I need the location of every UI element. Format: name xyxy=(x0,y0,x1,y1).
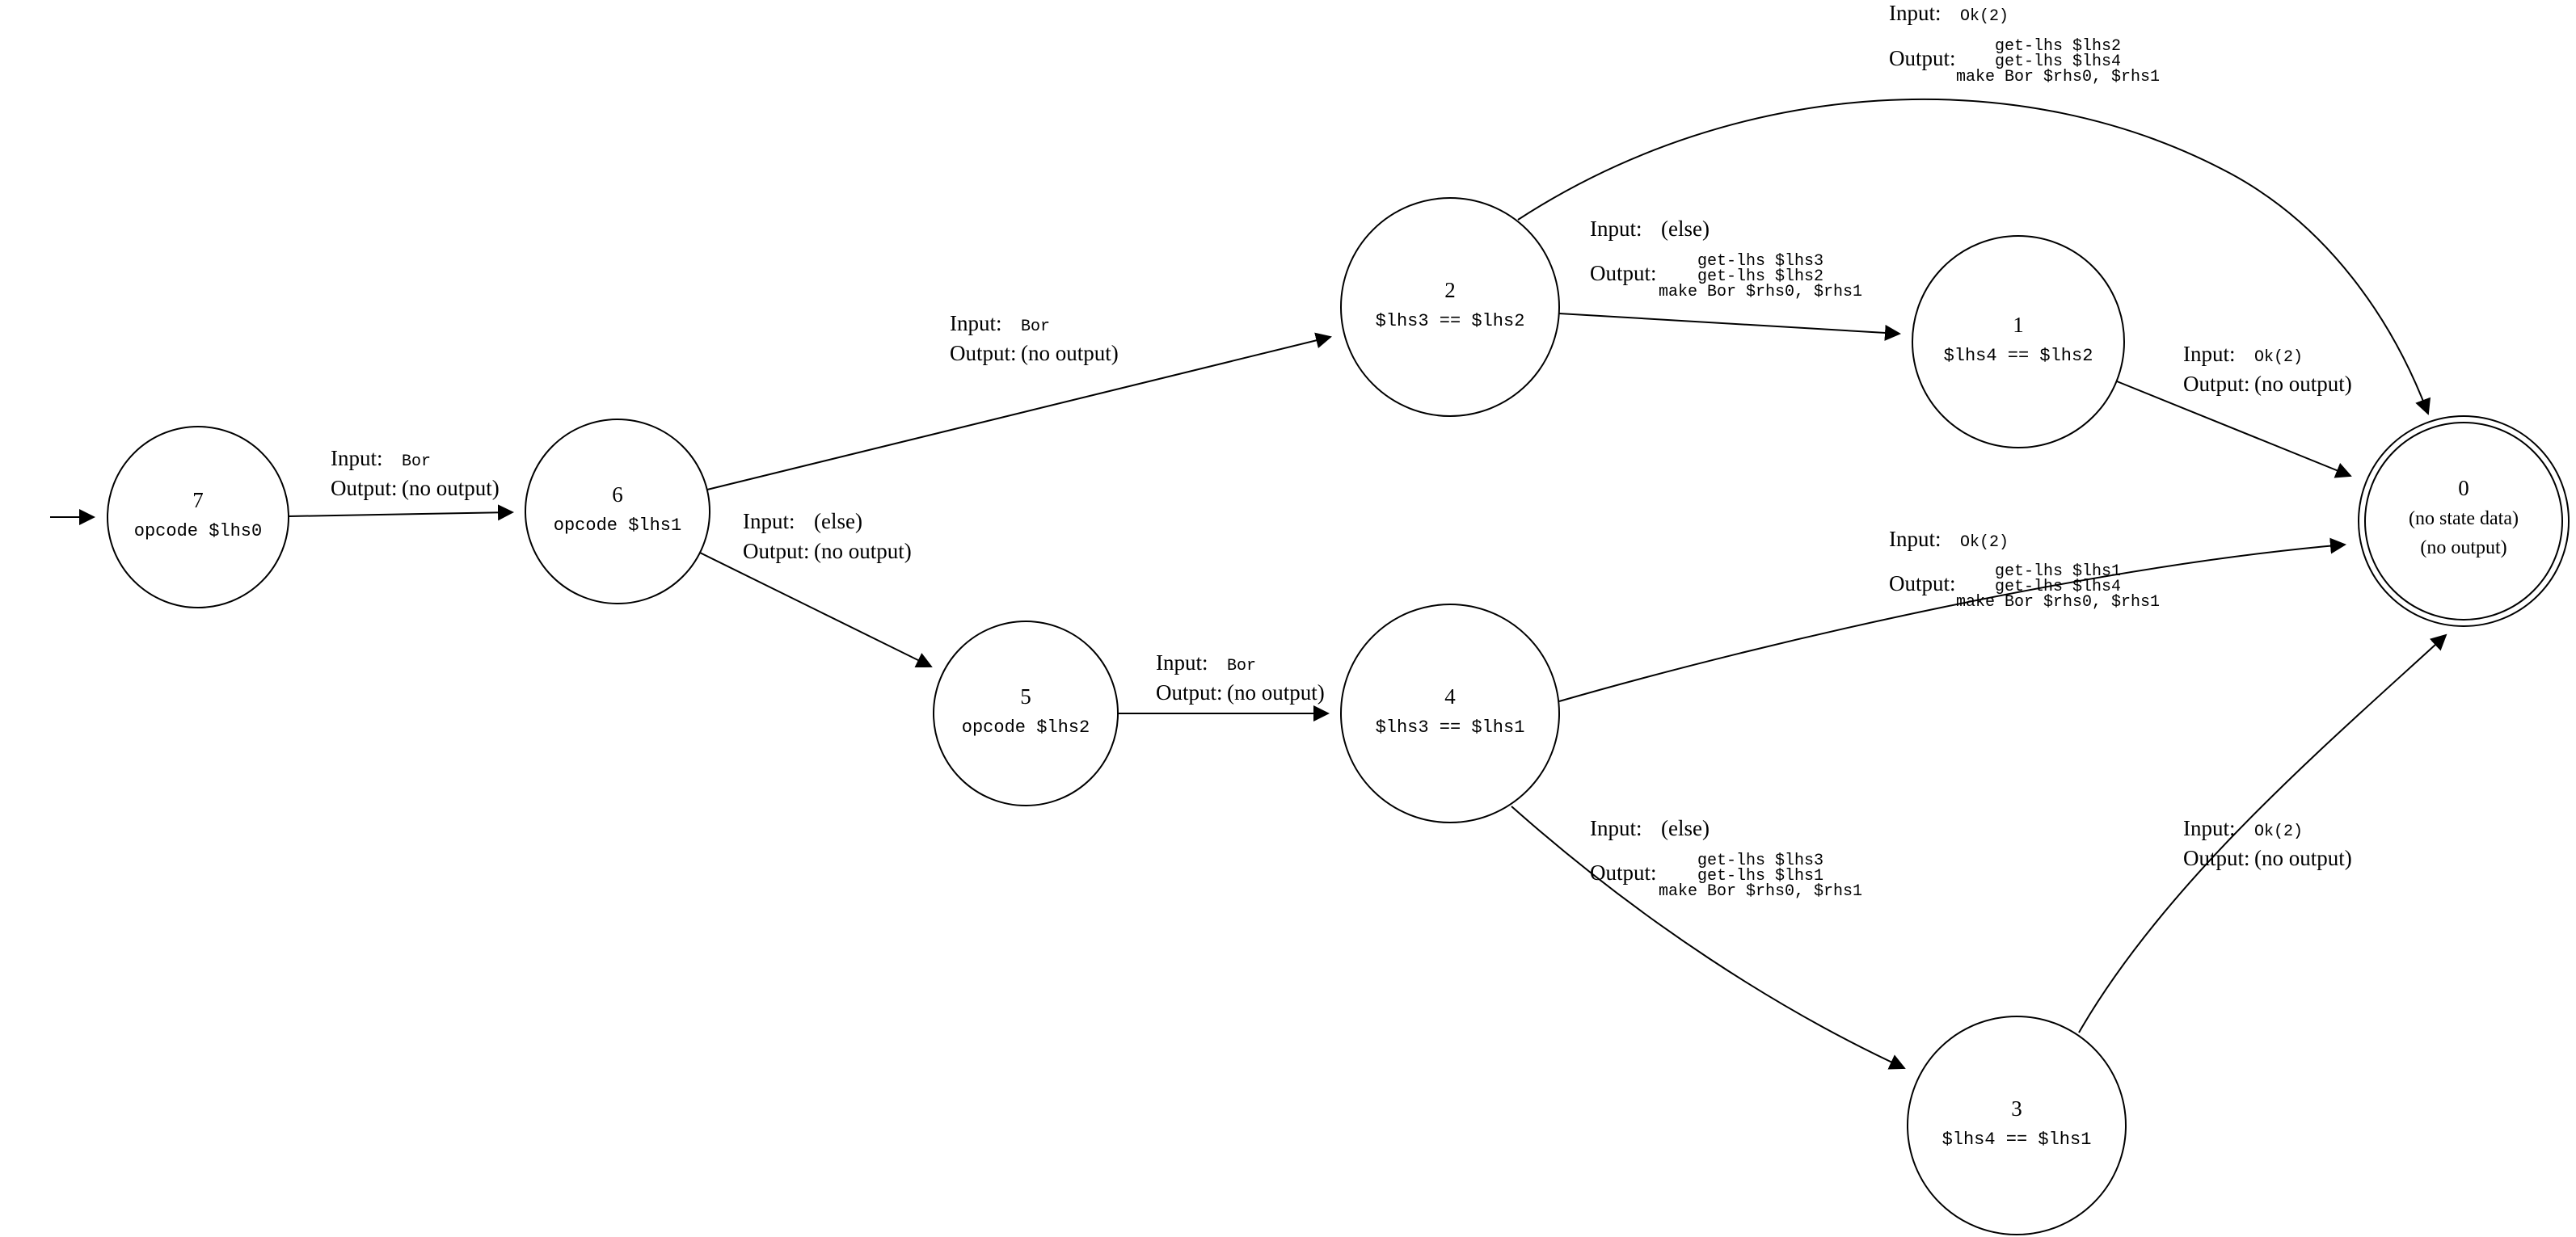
input-label: Input: xyxy=(1889,1,1941,25)
state-id: 0 xyxy=(2458,476,2469,500)
edge-label-2-0: Input: Ok(2) Output: get-lhs $lhs2 get-l… xyxy=(1889,1,2160,86)
output-line: make Bor $rhs0, $rhs1 xyxy=(1659,882,1862,901)
state-id: 5 xyxy=(1020,684,1031,709)
edge-label-3-0: Input: Ok(2) Output: (no output) xyxy=(2183,816,2352,870)
input-label: Input: xyxy=(743,509,795,533)
input-label: Input: xyxy=(331,446,383,470)
input-label: Input: xyxy=(2183,342,2236,366)
output-value: (no output) xyxy=(1227,680,1325,705)
output-value: (no output) xyxy=(1021,341,1119,365)
output-line: get-lhs $lhs1 xyxy=(1995,562,2121,581)
output-line: get-lhs $lhs3 xyxy=(1697,852,1823,870)
output-line: make Bor $rhs0, $rhs1 xyxy=(1956,68,2160,86)
output-value: (no output) xyxy=(402,476,500,500)
output-line: get-lhs $lhs3 xyxy=(1697,252,1823,271)
input-label: Input: xyxy=(2183,816,2236,840)
output-label: Output: xyxy=(1590,261,1657,285)
output-value: (no output) xyxy=(814,539,912,563)
input-value: Bor xyxy=(402,452,431,471)
output-label: Output: xyxy=(1889,571,1956,595)
input-label: Input: xyxy=(950,311,1002,335)
output-label: Output: xyxy=(950,341,1017,365)
edge-label-4-0: Input: Ok(2) Output: get-lhs $lhs1 get-l… xyxy=(1889,527,2160,612)
input-label: Input: xyxy=(1590,816,1642,840)
input-value: Ok(2) xyxy=(1960,7,2009,26)
state-id: 3 xyxy=(2011,1096,2022,1121)
output-line: get-lhs $lhs2 xyxy=(1697,267,1823,286)
output-line: get-lhs $lhs4 xyxy=(1995,53,2121,71)
output-label: Output: xyxy=(1889,46,1956,70)
input-label: Input: xyxy=(1590,217,1642,241)
output-line: get-lhs $lhs1 xyxy=(1697,867,1823,886)
edge-6-5 xyxy=(699,552,933,668)
edge-6-2 xyxy=(706,332,1332,490)
edge-label-6-5: Input: (else) Output: (no output) xyxy=(743,509,912,563)
state-label: opcode $lhs1 xyxy=(554,515,681,536)
state-node-2: 2 $lhs3 == $lhs2 xyxy=(1340,197,1560,417)
state-id: 1 xyxy=(2013,313,2024,337)
output-label: Output: xyxy=(1590,860,1657,885)
output-line: get-lhs $lhs2 xyxy=(1995,37,2121,56)
state-id: 4 xyxy=(1444,684,1456,709)
edge-3-0 xyxy=(2078,633,2447,1033)
state-id: 2 xyxy=(1444,278,1456,302)
state-label: opcode $lhs2 xyxy=(962,717,1090,738)
output-line: make Bor $rhs0, $rhs1 xyxy=(1659,283,1862,301)
output-line: get-lhs $lhs4 xyxy=(1995,578,2121,596)
input-label: Input: xyxy=(1156,650,1208,675)
input-value: (else) xyxy=(814,509,862,533)
edge-4-0 xyxy=(1558,537,2346,702)
edge-label-5-4: Input: Bor Output: (no output) xyxy=(1156,650,1325,705)
edge-7-6 xyxy=(288,504,514,521)
output-line: make Bor $rhs0, $rhs1 xyxy=(1956,593,2160,612)
state-id: 6 xyxy=(612,482,623,507)
output-value: (no output) xyxy=(2254,846,2352,870)
output-label: Output: xyxy=(2183,846,2250,870)
output-label: Output: xyxy=(743,539,810,563)
state-label: opcode $lhs0 xyxy=(134,521,262,541)
state-label: $lhs3 == $lhs2 xyxy=(1376,311,1525,331)
edge-label-6-2: Input: Bor Output: (no output) xyxy=(950,311,1119,365)
output-value: (no output) xyxy=(2254,372,2352,396)
state-node-6: 6 opcode $lhs1 xyxy=(525,419,710,604)
output-label: Output: xyxy=(1156,680,1223,705)
edge-label-2-1: Input: (else) Output: get-lhs $lhs3 get-… xyxy=(1590,217,1862,301)
state-label: $lhs4 == $lhs2 xyxy=(1944,346,2093,366)
input-label: Input: xyxy=(1889,527,1941,551)
edge-2-0 xyxy=(1517,98,2431,415)
output-label: Output: xyxy=(2183,372,2250,396)
input-value: Bor xyxy=(1021,318,1050,336)
input-value: Ok(2) xyxy=(1960,533,2009,552)
state-sublabel: (no output) xyxy=(2420,537,2506,558)
edge-label-4-3: Input: (else) Output: get-lhs $lhs3 get-… xyxy=(1590,816,1862,901)
input-value: (else) xyxy=(1661,217,1710,241)
state-node-5: 5 opcode $lhs2 xyxy=(933,621,1119,806)
state-node-0-accepting: 0 (no state data) (no output) xyxy=(2358,415,2570,627)
state-label: (no state data) xyxy=(2409,508,2519,529)
state-id: 7 xyxy=(192,488,204,512)
edge-2-1 xyxy=(1558,313,1901,341)
input-value: Bor xyxy=(1227,657,1256,675)
output-label: Output: xyxy=(331,476,398,500)
state-label: $lhs3 == $lhs1 xyxy=(1376,717,1525,738)
state-node-3: 3 $lhs4 == $lhs1 xyxy=(1907,1016,2127,1235)
edge-label-7-6: Input: Bor Output: (no output) xyxy=(331,446,500,500)
state-node-4: 4 $lhs3 == $lhs1 xyxy=(1340,604,1560,823)
edge-4-3 xyxy=(1511,806,1906,1070)
input-value: Ok(2) xyxy=(2254,823,2303,841)
state-label: $lhs4 == $lhs1 xyxy=(1942,1130,2092,1150)
input-value: Ok(2) xyxy=(2254,348,2303,367)
input-value: (else) xyxy=(1661,816,1710,840)
edge-1-0 xyxy=(2116,381,2352,478)
edge-label-1-0: Input: Ok(2) Output: (no output) xyxy=(2183,342,2352,396)
state-node-7: 7 opcode $lhs0 xyxy=(107,426,289,608)
state-node-1: 1 $lhs4 == $lhs2 xyxy=(1912,235,2125,448)
